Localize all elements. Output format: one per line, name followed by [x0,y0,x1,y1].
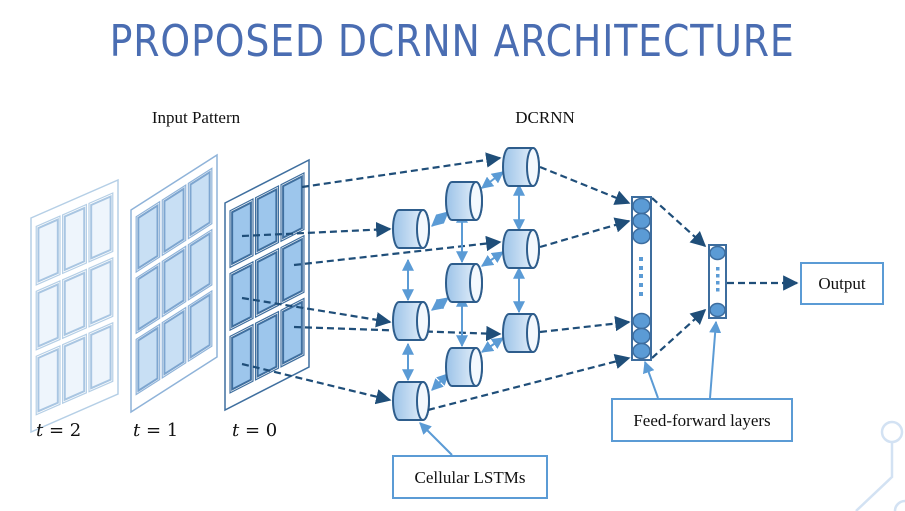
grid-cell-fill [137,203,159,271]
ff-pointer-1 [643,360,659,399]
grid-cell-fill [231,263,252,329]
lstm-connections [402,171,722,456]
cellular-lstms-label: Cellular LSTMs [415,468,526,487]
lstm-cell [502,147,540,187]
ff-pointer-2 [709,320,722,399]
dcrnn-label: DCRNN [515,108,575,127]
cellular-lstms-callout: Cellular LSTMs [392,455,548,499]
grid-cell-fill [282,300,303,365]
input-panel-t1 [130,153,218,414]
grid-cell-fill [90,324,112,390]
hidden-arrows [427,165,799,412]
input-pattern-label: Input Pattern [152,108,241,127]
feedforward-layer-2 [708,244,727,319]
grid-cell-fill [163,187,185,254]
lstm-cell [392,301,430,341]
lstm-cell [502,313,540,353]
feedforward-label: Feed-forward layers [633,411,770,430]
lstm-cell [392,381,430,421]
grid-cell-fill [256,313,278,378]
grid-cell-fill [137,326,159,393]
output-box: Output [800,262,884,305]
grid-cell-fill [163,309,185,376]
input-panels [30,153,310,434]
lstm-cell [502,229,540,269]
input-arrow-3 [293,235,502,267]
grid-cell-fill [137,265,159,332]
grid-cell-fill [37,218,59,283]
feedforward-layer-1 [631,196,652,361]
neuron [632,327,651,345]
neuron [632,342,651,360]
lstm-cell [445,347,483,387]
grid-cell-fill [63,336,86,402]
ellipsis-dots [716,267,720,292]
grid-cell-fill [163,248,185,315]
slide-title: PROPOSED DCRNN ARCHITECTURE [109,16,795,67]
ellipsis-dots [639,257,643,296]
grid-cell-fill [90,194,112,260]
feedforward-callout: Feed-forward layers [611,398,793,442]
input-panel-t0 [224,158,310,412]
neuron [632,312,651,330]
grid-cell-fill [189,231,211,298]
grid-cell-fill [63,271,86,337]
lstm-cell [392,209,430,249]
grid-cell-fill [37,347,59,413]
grid-cell-fill [189,170,211,237]
neuron [632,197,651,215]
input-arrow-1 [301,152,502,189]
grid-cell-fill [90,259,112,325]
neuron [709,302,726,318]
grid-cell-fill [256,250,278,316]
grid-cell-fill [37,282,59,348]
lstm-cell [445,181,483,221]
grid-cell-fill [189,292,211,360]
time-label-t1: t = 1 [133,420,178,441]
output-label: Output [818,274,866,293]
input-arrow-6 [241,362,392,405]
time-label-t0: t = 0 [232,420,277,441]
input-arrow-2 [241,221,392,238]
input-panel-t2 [30,178,119,434]
neuron [632,212,651,230]
cellular-lstms-pointer [419,422,453,456]
input-arrow-4 [241,296,392,328]
grid-cell-fill [231,326,252,392]
neuron [632,227,651,245]
time-label-t2: t = 2 [36,420,81,441]
grid-cell-fill [256,187,278,253]
grid-cell-fill [282,174,303,240]
grid-cell-fill [231,200,252,266]
lstm-cells [392,147,540,421]
neuron [709,245,726,261]
grid-cell-fill [282,237,303,303]
corner-decoration-icon [855,420,905,511]
grid-cell-fill [63,206,86,272]
lstm-cell [445,263,483,303]
